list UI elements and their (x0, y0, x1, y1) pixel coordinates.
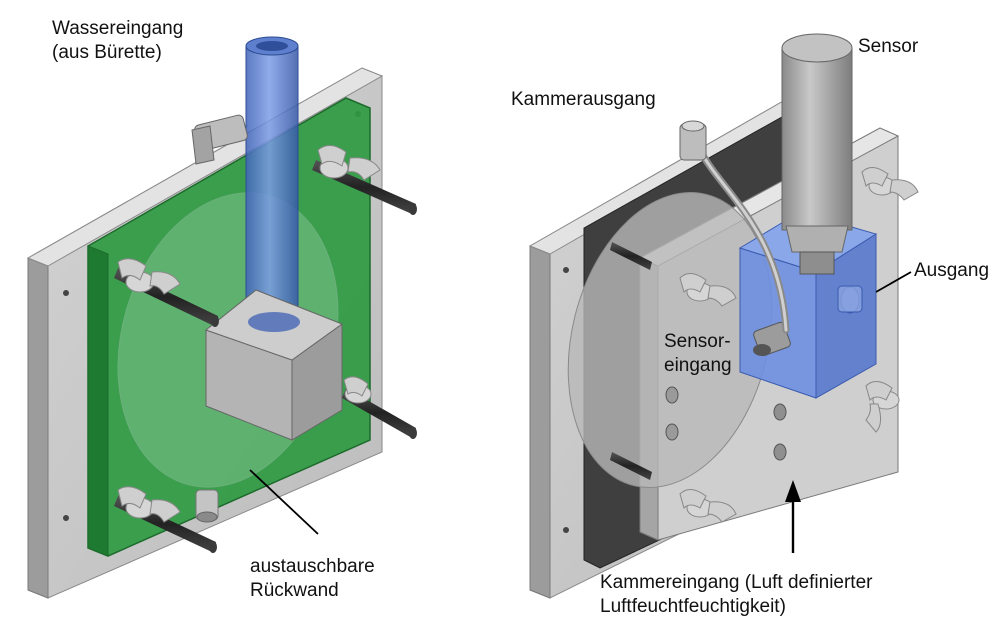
sensor-inlet-fitting (753, 321, 791, 357)
right-assembly (528, 33, 919, 599)
sensor-nut (785, 225, 849, 253)
left-frame-hole (63, 290, 69, 296)
left-back-frame-side (27, 257, 49, 599)
back-wall-label: austauschbare Rückwand (250, 556, 375, 601)
sensor-thread (799, 251, 835, 275)
back-wall-leader-line (249, 469, 319, 535)
left-assembly (26, 36, 417, 599)
left-block-tube-socket (248, 312, 300, 332)
chamber-inlet-arrow (785, 480, 801, 553)
sensor-cylinder (781, 47, 853, 231)
left-bottom-fitting (195, 489, 219, 523)
plate-hole (773, 443, 787, 461)
left-rod-mid-left (114, 258, 219, 327)
outlet-label: Ausgang (914, 260, 990, 281)
connection-tube-highlight (698, 148, 788, 332)
right-frame-hole (563, 267, 569, 273)
left-top-fitting (191, 114, 248, 165)
plate-hole (773, 403, 787, 421)
sensor-inlet-label: Sensor- eingang (664, 331, 732, 376)
sensor-label: Sensor (858, 36, 919, 57)
left-rod-top-right (312, 145, 417, 215)
water-inlet-tube-bore (256, 41, 288, 51)
chamber-inlet-label: Kammereingang (Luft definierter Luftfeuc… (600, 572, 873, 617)
left-frame-hole (63, 515, 69, 521)
right-wingnut-top-right (861, 167, 919, 201)
sensor-cylinder-top (781, 33, 853, 63)
green-back-wall-edge (87, 245, 109, 557)
plate-screw (665, 423, 679, 441)
plate-screw (665, 386, 679, 404)
chamber-outlet-label: Kammerausgang (511, 89, 656, 110)
water-inlet-label: Wassereingang (aus Bürette) (52, 18, 184, 63)
right-rod-left-top (610, 242, 737, 307)
left-rod-bottom-right (342, 376, 417, 439)
left-rod-bottom-left (114, 486, 217, 553)
right-back-frame-side (529, 245, 551, 599)
outlet-fitting (837, 285, 863, 314)
water-inlet-tube (245, 45, 299, 337)
right-frame-hole (563, 527, 569, 533)
right-wingnut-bottom-right (865, 381, 900, 433)
right-rod-left-bottom (610, 452, 737, 523)
chamber-outlet-fitting (679, 120, 707, 161)
outlet-leader-line (875, 271, 912, 293)
